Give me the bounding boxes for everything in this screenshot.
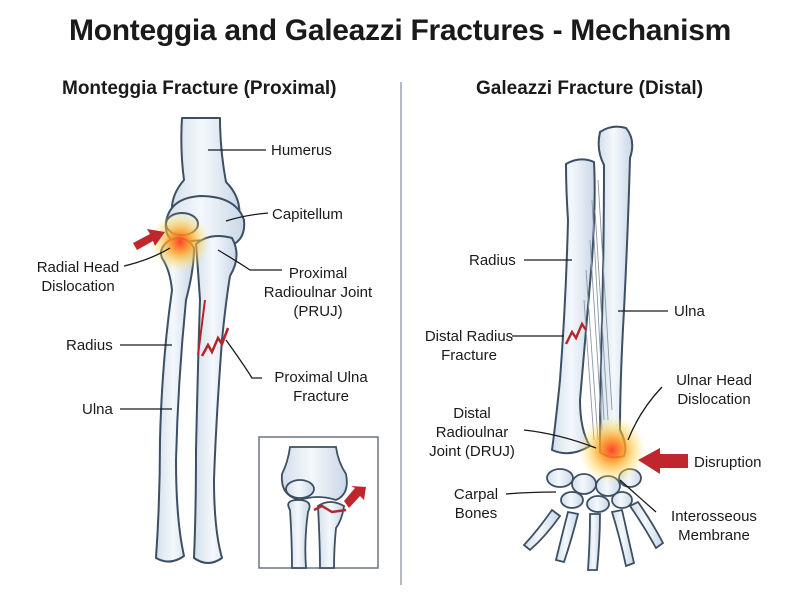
label-capitellum: Capitellum (272, 206, 343, 223)
label-druj-line2: Radioulnar (435, 424, 509, 441)
label-carpal-line2: Bones (454, 505, 498, 522)
label-radius-left: Radius (66, 337, 113, 354)
label-druj-line1: Distal (453, 405, 491, 422)
label-distal-radius-line2: Fracture (441, 347, 497, 364)
label-ulna-fx-line1: Proximal Ulna (274, 369, 368, 386)
label-ulna-right: Ulna (674, 303, 705, 320)
label-proximal-ulna-fracture: Proximal Ulna Fracture (262, 368, 380, 406)
label-radial-head-line2: Dislocation (41, 278, 115, 295)
label-carpal-bones: Carpal Bones (446, 485, 506, 523)
label-disruption: Disruption (694, 454, 762, 471)
radial-head-glow (150, 212, 210, 272)
label-distal-radius-fracture: Distal Radius Fracture (418, 327, 520, 365)
monteggia-illustration (155, 117, 246, 564)
label-druj: Distal Radioulnar Joint (DRUJ) (424, 404, 520, 461)
force-arrow-left (133, 229, 165, 250)
label-radius-right: Radius (469, 252, 516, 269)
label-interosseous-membrane: Interosseous Membrane (662, 507, 766, 545)
label-pruj: Proximal Radioulnar Joint (PRUJ) (252, 264, 384, 321)
label-druj-line3: Joint (DRUJ) (429, 443, 515, 460)
inset-arrow (344, 486, 366, 508)
label-distal-radius-line1: Distal Radius (424, 328, 514, 345)
label-carpal-line1: Carpal (453, 486, 499, 503)
label-ulna-left: Ulna (82, 401, 113, 418)
disruption-arrow (638, 448, 688, 474)
label-ulnar-head-line2: Dislocation (677, 391, 751, 408)
label-radial-head-line1: Radial Head (36, 259, 120, 276)
label-ulna-fx-line2: Fracture (293, 388, 349, 405)
label-radial-head-dislocation: Radial Head Dislocation (30, 258, 126, 296)
monteggia-panel-title: Monteggia Fracture (Proximal) (62, 78, 337, 99)
inset-fracture-line (313, 504, 347, 514)
label-ulnar-head-dislocation: Ulnar Head Dislocation (664, 371, 764, 409)
ulna-bone (193, 235, 238, 564)
druj-glow (578, 416, 646, 484)
label-pruj-line1: Proximal (288, 265, 348, 282)
label-humerus: Humerus (271, 142, 332, 159)
page-title: Monteggia and Galeazzi Fractures - Mecha… (69, 14, 731, 47)
label-pruj-line3: (PRUJ) (293, 303, 343, 320)
label-interosseous-line1: Interosseous (671, 508, 757, 525)
label-interosseous-line2: Membrane (678, 527, 750, 544)
label-pruj-line2: Radioulnar Joint (263, 284, 373, 301)
radius-bone (155, 237, 195, 563)
radius-fracture-line (564, 321, 587, 345)
label-ulnar-head-line1: Ulnar Head (676, 372, 752, 389)
galeazzi-panel-title: Galeazzi Fracture (Distal) (476, 78, 704, 99)
ulna-fracture-line (200, 327, 230, 357)
